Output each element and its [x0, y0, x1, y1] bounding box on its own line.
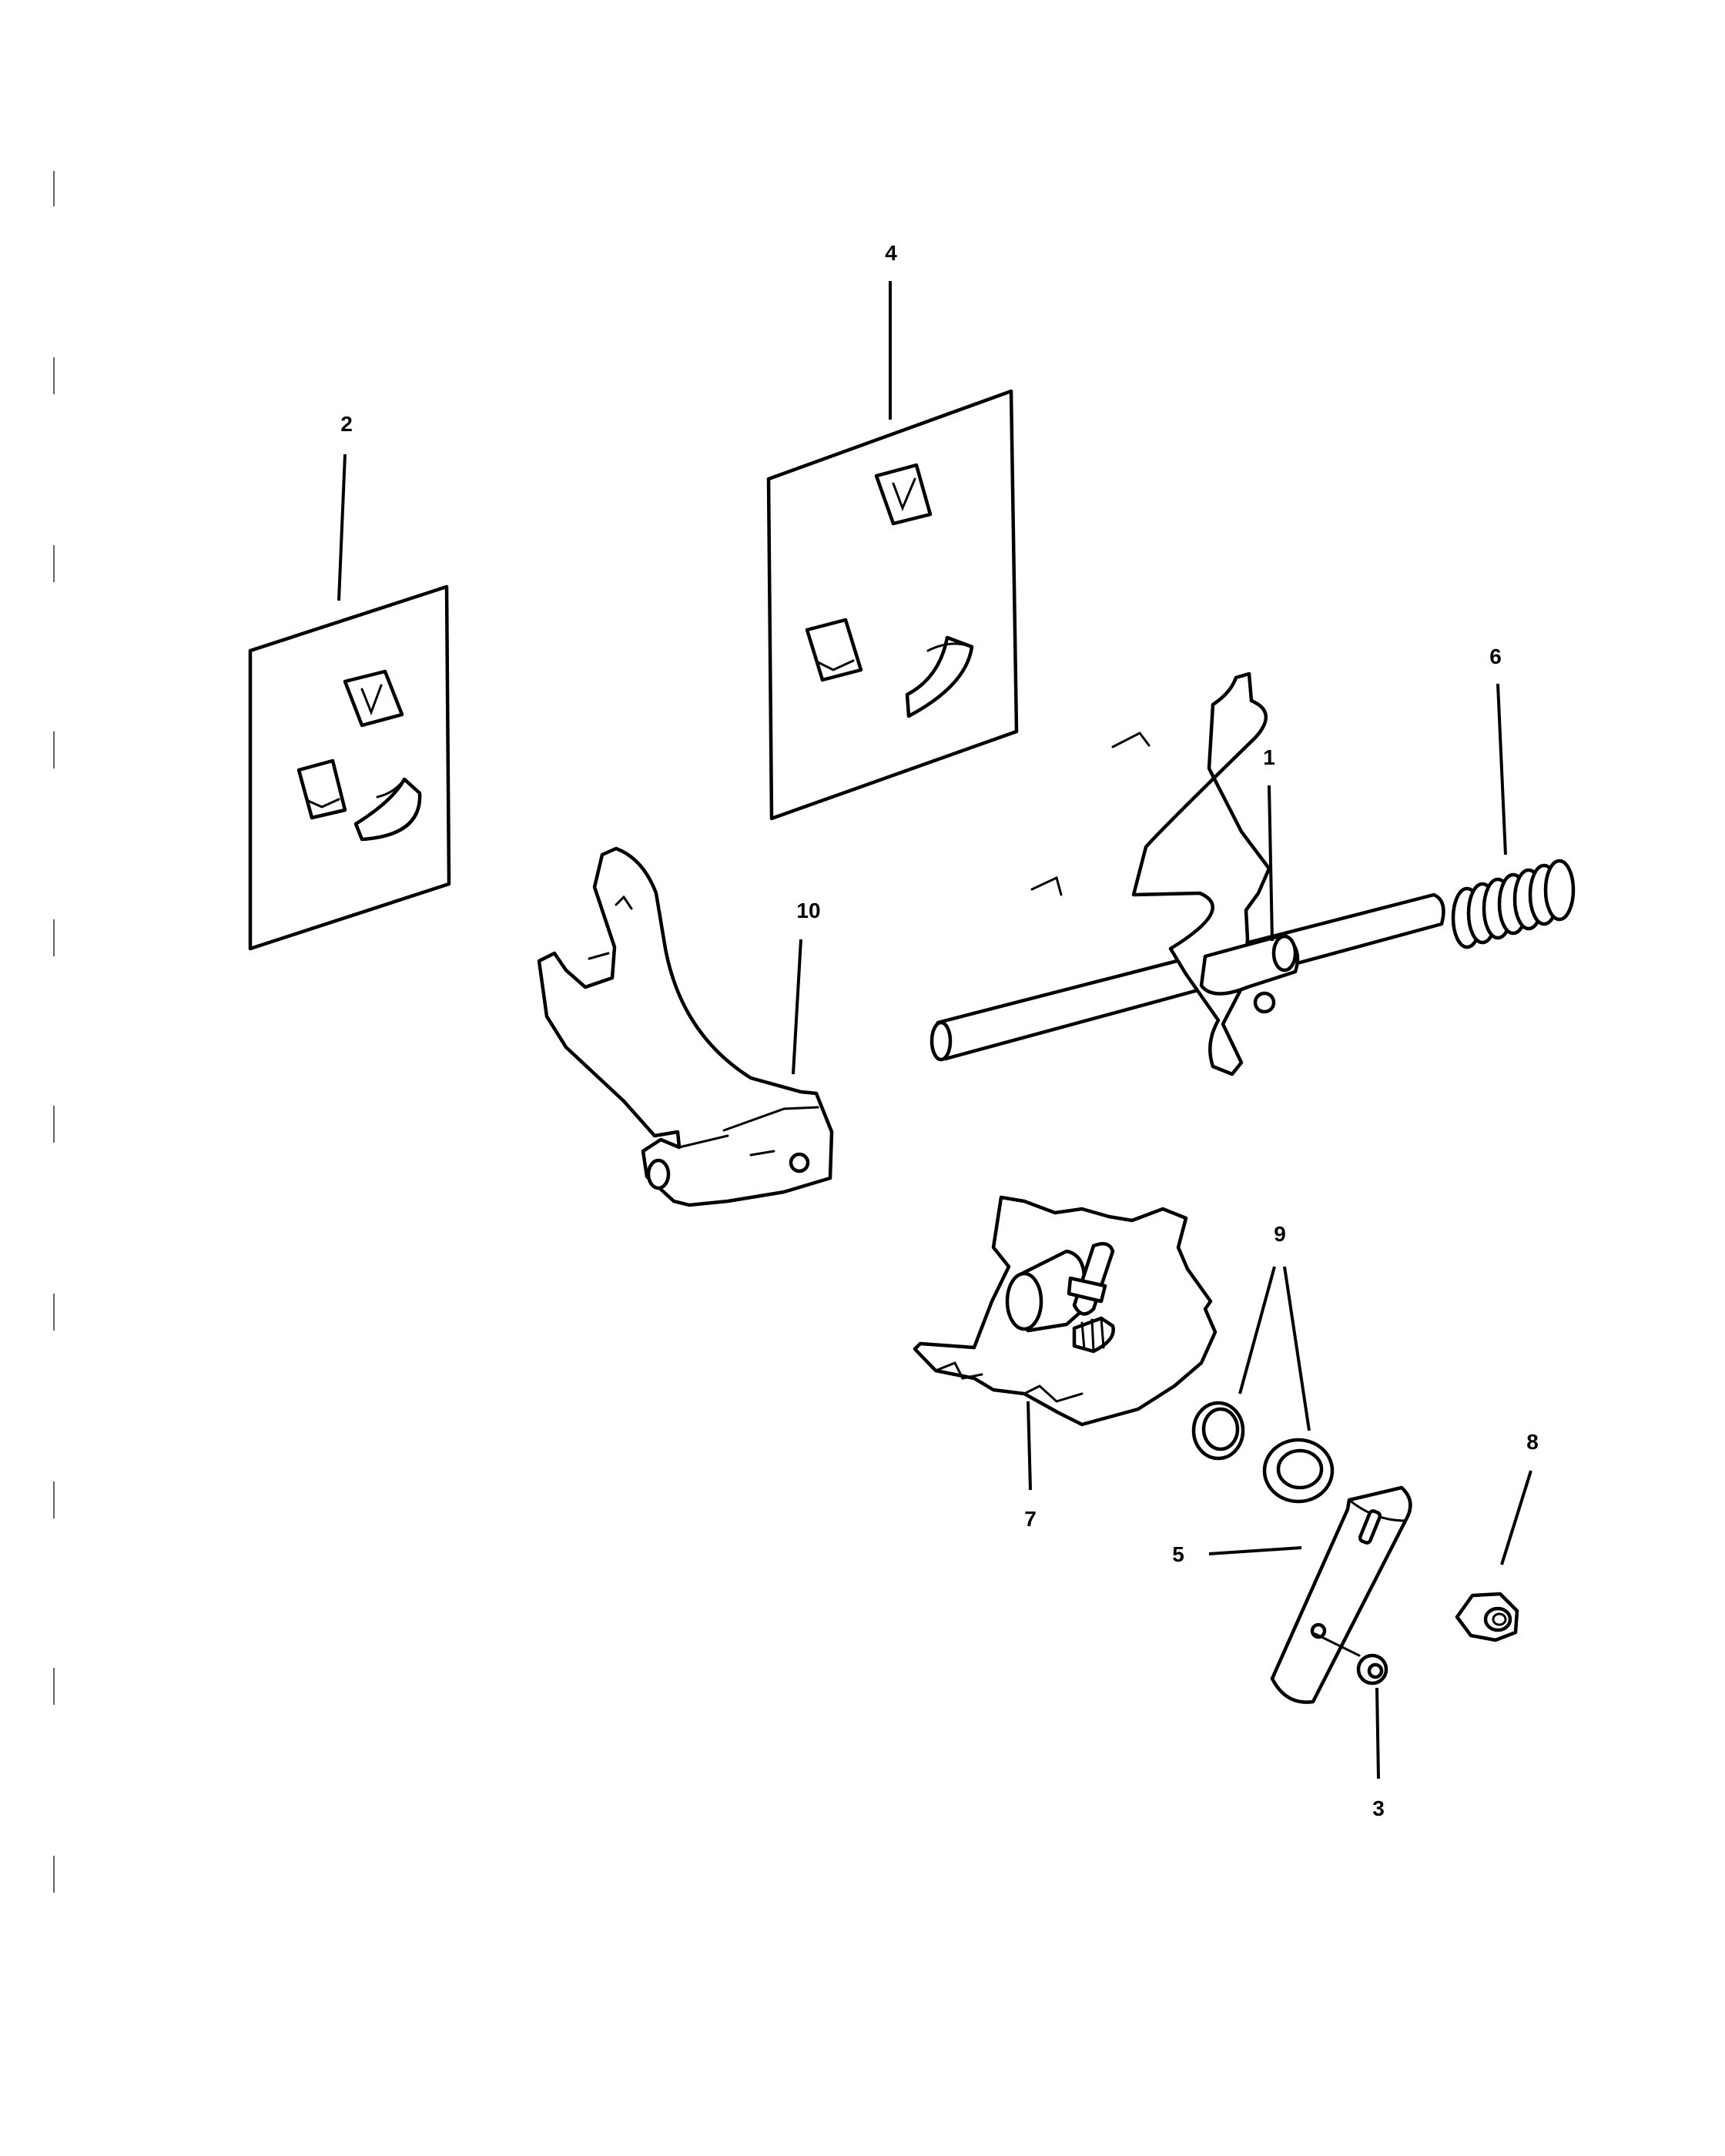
hex-nut-8: [1455, 1592, 1519, 1642]
leader-3: [1375, 1687, 1380, 1779]
pad-block-left: [296, 758, 347, 820]
pad-block-top: [874, 463, 933, 526]
callout-8: 8: [1526, 1430, 1539, 1454]
callout-7: 7: [1024, 1507, 1037, 1531]
pad-kit-card-4: [766, 389, 1019, 821]
callout-5: 5: [1172, 1542, 1184, 1566]
washers-9: [1191, 1401, 1335, 1504]
spring-6: [1451, 859, 1576, 949]
callout-4: 4: [885, 241, 897, 265]
leader-5: [1208, 1546, 1302, 1555]
callout-3: 3: [1372, 1796, 1385, 1820]
callout-10: 10: [796, 899, 820, 922]
leader-1: [1268, 785, 1274, 942]
pad-kit-card-2: [248, 584, 451, 951]
shift-lever-5: [1270, 1485, 1412, 1704]
pad-curved: [353, 777, 422, 842]
leader-8: [1500, 1470, 1532, 1565]
pad-block-top: [343, 669, 404, 728]
callout-9: 9: [1274, 1222, 1286, 1246]
callout-1: 1: [1263, 745, 1275, 769]
shift-fork-10: [537, 846, 834, 1207]
washer-small: [1191, 1401, 1245, 1461]
leader-9b: [1283, 1266, 1311, 1431]
selector-plate-7: [913, 1195, 1218, 1427]
callout-6: 6: [1489, 644, 1502, 668]
washer-large: [1262, 1438, 1335, 1504]
leader-10: [792, 939, 802, 1075]
screw-3: [1314, 1632, 1388, 1686]
leader-7: [1027, 1401, 1032, 1491]
leader-2: [337, 454, 347, 601]
leader-9a: [1238, 1266, 1276, 1394]
pad-block-left: [805, 618, 863, 682]
shift-rail-assembly-1: [929, 671, 1445, 1076]
leader-6: [1496, 683, 1507, 855]
callout-2: 2: [340, 412, 353, 436]
pad-curved: [905, 635, 974, 718]
